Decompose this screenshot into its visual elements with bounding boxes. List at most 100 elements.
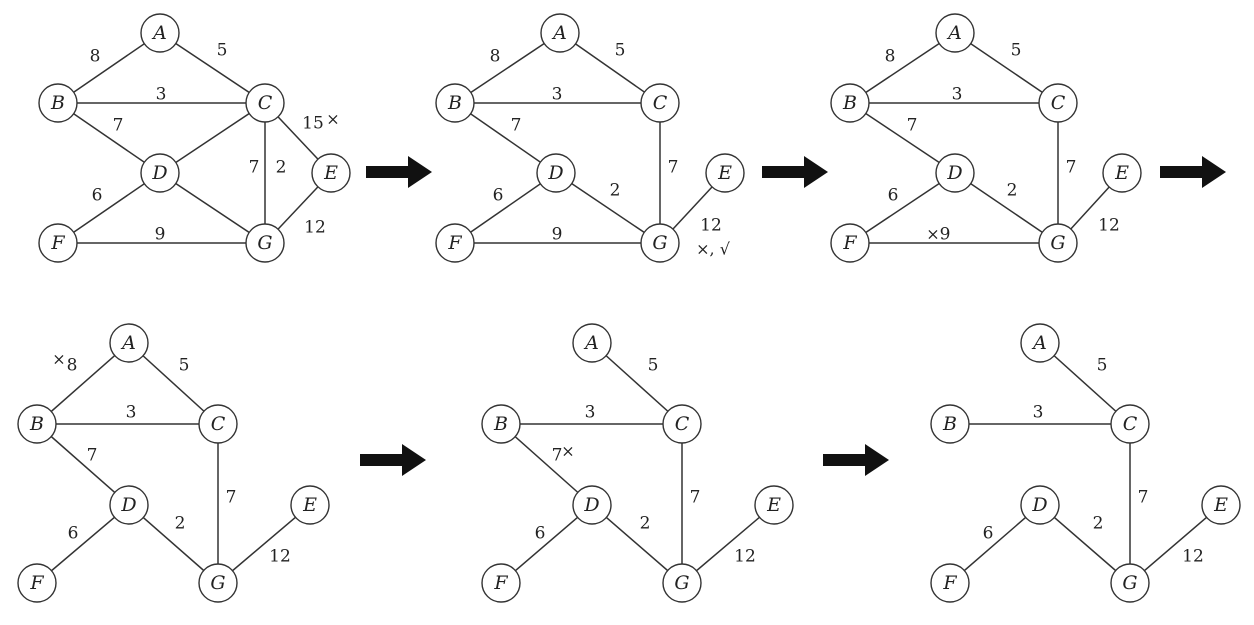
edge-weight-label: 12 bbox=[304, 218, 326, 238]
node-label: E bbox=[1213, 494, 1228, 516]
node-label: C bbox=[211, 413, 226, 435]
graph-node-B: B bbox=[17, 404, 57, 444]
graph-node-E: E bbox=[754, 485, 794, 525]
graph-node-D: D bbox=[935, 153, 975, 193]
node-label: F bbox=[942, 572, 957, 594]
node-label: B bbox=[842, 92, 857, 114]
edge-weight-label: 7 bbox=[690, 488, 701, 508]
edge-D-F bbox=[949, 504, 1041, 584]
edge-weight-label: 6 bbox=[68, 524, 79, 544]
edge-weight-label: 9 bbox=[155, 225, 166, 245]
graph-node-D: D bbox=[1020, 485, 1060, 525]
edge-weight-label: 2 bbox=[610, 181, 621, 201]
edge-E-G bbox=[217, 504, 311, 584]
edge-weight-label: 7 bbox=[1138, 488, 1149, 508]
right-arrow-icon bbox=[762, 156, 828, 188]
graph-node-G: G bbox=[245, 223, 285, 263]
edge-weight-label: 8 bbox=[490, 47, 501, 67]
graph-node-C: C bbox=[1110, 404, 1150, 444]
node-label: E bbox=[766, 494, 781, 516]
edge-weight-label: 12 bbox=[1098, 216, 1120, 236]
edge-weight-label: 12 bbox=[269, 547, 291, 567]
graph-node-F: F bbox=[930, 563, 970, 603]
edge-A-C bbox=[591, 342, 683, 425]
edge-D-G bbox=[128, 504, 219, 584]
edge-D-G bbox=[159, 172, 266, 244]
edge-weight-label: 12 bbox=[1182, 547, 1204, 567]
node-label: F bbox=[50, 232, 65, 254]
edge-weight-label: 3 bbox=[1033, 403, 1044, 423]
edge-weight-label: 7 bbox=[907, 116, 918, 136]
graph-node-B: B bbox=[481, 404, 521, 444]
edge-weight-label: 9 bbox=[552, 225, 563, 245]
node-label: G bbox=[257, 232, 272, 254]
node-label: F bbox=[29, 572, 44, 594]
node-label: A bbox=[551, 22, 567, 44]
graph-node-F: F bbox=[38, 223, 78, 263]
graph-node-E: E bbox=[1102, 153, 1142, 193]
node-label: G bbox=[210, 572, 225, 594]
node-label: A bbox=[1031, 332, 1047, 354]
graph-node-B: B bbox=[830, 83, 870, 123]
edge-weight-label: 3 bbox=[952, 85, 963, 105]
edge-weight-label: 7 bbox=[552, 446, 563, 466]
node-label: D bbox=[547, 162, 563, 184]
edge-A-B bbox=[454, 32, 561, 104]
edge-B-D bbox=[57, 102, 161, 174]
node-label: G bbox=[1050, 232, 1065, 254]
node-label: F bbox=[842, 232, 857, 254]
edge-D-F bbox=[454, 172, 557, 244]
edge-D-G bbox=[555, 172, 661, 244]
edge-A-B bbox=[57, 32, 161, 104]
node-label: E bbox=[717, 162, 732, 184]
node-label: C bbox=[1123, 413, 1138, 435]
graph-node-B: B bbox=[38, 83, 78, 123]
right-arrow-icon bbox=[1160, 156, 1226, 188]
edge-D-G bbox=[1039, 504, 1131, 584]
edge-weight-label: 15 bbox=[302, 114, 324, 134]
edge-weight-label: 6 bbox=[493, 186, 504, 206]
node-label: B bbox=[50, 92, 65, 114]
graph-node-E: E bbox=[311, 153, 351, 193]
graph-node-D: D bbox=[572, 485, 612, 525]
graph-node-A: A bbox=[540, 13, 580, 53]
edge-D-F bbox=[36, 504, 130, 584]
graph-node-F: F bbox=[435, 223, 475, 263]
node-label: E bbox=[1114, 162, 1129, 184]
node-label: B bbox=[447, 92, 462, 114]
node-label: D bbox=[946, 162, 962, 184]
graph-node-G: G bbox=[1110, 563, 1150, 603]
node-label: B bbox=[493, 413, 508, 435]
edge-weight-label: 8 bbox=[885, 47, 896, 67]
graph-node-C: C bbox=[245, 83, 285, 123]
edge-B-D bbox=[454, 102, 557, 174]
edge-weight-label: 2 bbox=[1007, 181, 1018, 201]
edge-A-C bbox=[954, 32, 1059, 104]
edge-weight-label: 5 bbox=[1011, 41, 1022, 61]
node-label: B bbox=[942, 413, 957, 435]
edge-weight-label: 7 bbox=[87, 446, 98, 466]
node-label: F bbox=[493, 572, 508, 594]
edge-D-F bbox=[500, 504, 593, 584]
node-label: A bbox=[151, 22, 167, 44]
edge-status-mark: × bbox=[52, 350, 65, 369]
node-label: G bbox=[652, 232, 667, 254]
edge-weight-label: 9 bbox=[940, 225, 951, 245]
edge-weight-label: 3 bbox=[156, 85, 167, 105]
edge-weight-label: 5 bbox=[615, 41, 626, 61]
graph-node-F: F bbox=[481, 563, 521, 603]
graph-node-F: F bbox=[830, 223, 870, 263]
graph-node-B: B bbox=[930, 404, 970, 444]
node-label: A bbox=[946, 22, 962, 44]
graph-node-C: C bbox=[1038, 83, 1078, 123]
edge-weight-label: 6 bbox=[92, 186, 103, 206]
edge-weight-label: 2 bbox=[1093, 514, 1104, 534]
right-arrow-icon bbox=[360, 444, 426, 476]
edge-weight-label: 6 bbox=[888, 186, 899, 206]
edge-D-G bbox=[954, 172, 1059, 244]
